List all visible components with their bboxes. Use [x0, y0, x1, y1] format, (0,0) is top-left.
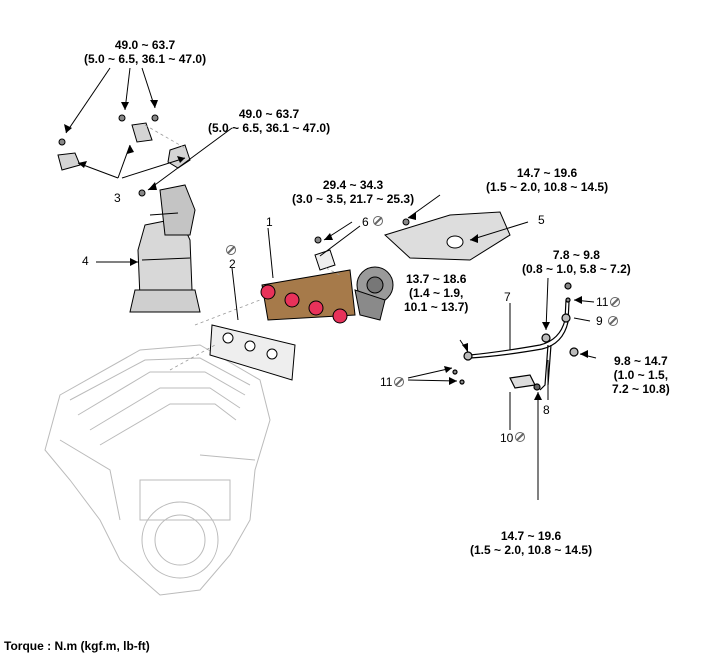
torque-label-oil-pipe-top: 7.8 ~ 9.8 (0.8 ~ 1.0, 5.8 ~ 7.2): [522, 248, 631, 276]
torque-conversion: (1.4 ~ 1.9,: [409, 286, 464, 300]
heat-protector: [384, 211, 511, 261]
torque-value: 13.7 ~ 18.6: [406, 272, 467, 286]
catalytic-bracket: [57, 114, 191, 197]
part-number-2: 2: [229, 257, 236, 271]
torque-conversion: (1.5 ~ 2.0, 10.8 ~ 14.5): [486, 180, 609, 194]
torque-label-heat-protector: 14.7 ~ 19.6 (1.5 ~ 2.0, 10.8 ~ 14.5): [486, 166, 608, 194]
torque-conversion: 10.1 ~ 13.7): [404, 300, 469, 314]
part-number-11-left: 11: [380, 375, 393, 389]
part-number-4: 4: [82, 254, 89, 268]
torque-label-drain: 14.7 ~ 19.6 (1.5 ~ 2.0, 10.8 ~ 14.5): [470, 529, 592, 557]
part-number-5: 5: [538, 213, 545, 227]
part-number-7: 7: [504, 290, 511, 304]
oil-pipes: [452, 282, 579, 391]
torque-conversion: (1.5 ~ 2.0, 10.8 ~ 14.5): [470, 543, 593, 557]
replace-part-icon: [394, 377, 404, 387]
torque-value: 14.7 ~ 19.6: [500, 529, 562, 543]
part-number-1: 1: [266, 215, 273, 229]
part-number-8: 8: [543, 403, 550, 417]
arrowheads: [64, 100, 588, 400]
turbocharger-manifold: [260, 266, 394, 324]
replace-part-icon: [608, 316, 618, 326]
replace-part-icon: [226, 245, 236, 255]
part-number-10: 10: [500, 431, 514, 445]
torque-value: 14.7 ~ 19.6: [516, 166, 578, 180]
part-number-9: 9: [596, 314, 603, 328]
torque-value: 49.0 ~ 63.7: [238, 107, 300, 121]
torque-conversion: (5.0 ~ 6.5, 36.1 ~ 47.0): [208, 121, 331, 135]
engine-block: [44, 344, 271, 596]
torque-value: 7.8 ~ 9.8: [552, 248, 600, 262]
exhaust-gasket: [209, 324, 296, 381]
replace-part-icon: [515, 432, 525, 442]
alignment-lines: [144, 124, 341, 371]
torque-units-note: Torque : N.m (kgf.m, lb-ft): [4, 639, 150, 653]
torque-label-turbo-nut: 29.4 ~ 34.3 (3.0 ~ 3.5, 21.7 ~ 25.3): [292, 178, 414, 206]
part-number-11-right: 11: [596, 295, 609, 309]
catalytic-converter: [129, 184, 201, 313]
torque-value: 29.4 ~ 34.3: [322, 178, 384, 192]
torque-label-eye-bolt: 9.8 ~ 14.7 (1.0 ~ 1.5, 7.2 ~ 10.8): [612, 354, 670, 396]
torque-conversion: (1.0 ~ 1.5,: [613, 368, 669, 382]
torque-conversion: 7.2 ~ 10.8): [612, 382, 670, 396]
torque-conversion: (0.8 ~ 1.0, 5.8 ~ 7.2): [522, 262, 631, 276]
torque-value: 49.0 ~ 63.7: [114, 38, 176, 52]
torque-conversion: (3.0 ~ 3.5, 21.7 ~ 25.3): [292, 192, 415, 206]
part-number-6: 6: [362, 215, 369, 229]
torque-label-catalytic-bracket: 49.0 ~ 63.7 (5.0 ~ 6.5, 36.1 ~ 47.0): [208, 107, 330, 135]
torque-label-catalytic-mount: 49.0 ~ 63.7 (5.0 ~ 6.5, 36.1 ~ 47.0): [84, 38, 206, 66]
part-number-3: 3: [114, 191, 121, 205]
torque-conversion: (5.0 ~ 6.5, 36.1 ~ 47.0): [84, 52, 207, 66]
torque-label-oil-feed: 13.7 ~ 18.6 (1.4 ~ 1.9, 10.1 ~ 13.7): [404, 272, 468, 314]
replace-part-icon: [373, 216, 383, 226]
turbo-gasket: [314, 236, 336, 271]
replace-part-icon: [610, 297, 620, 307]
torque-value: 9.8 ~ 14.7: [614, 354, 668, 368]
